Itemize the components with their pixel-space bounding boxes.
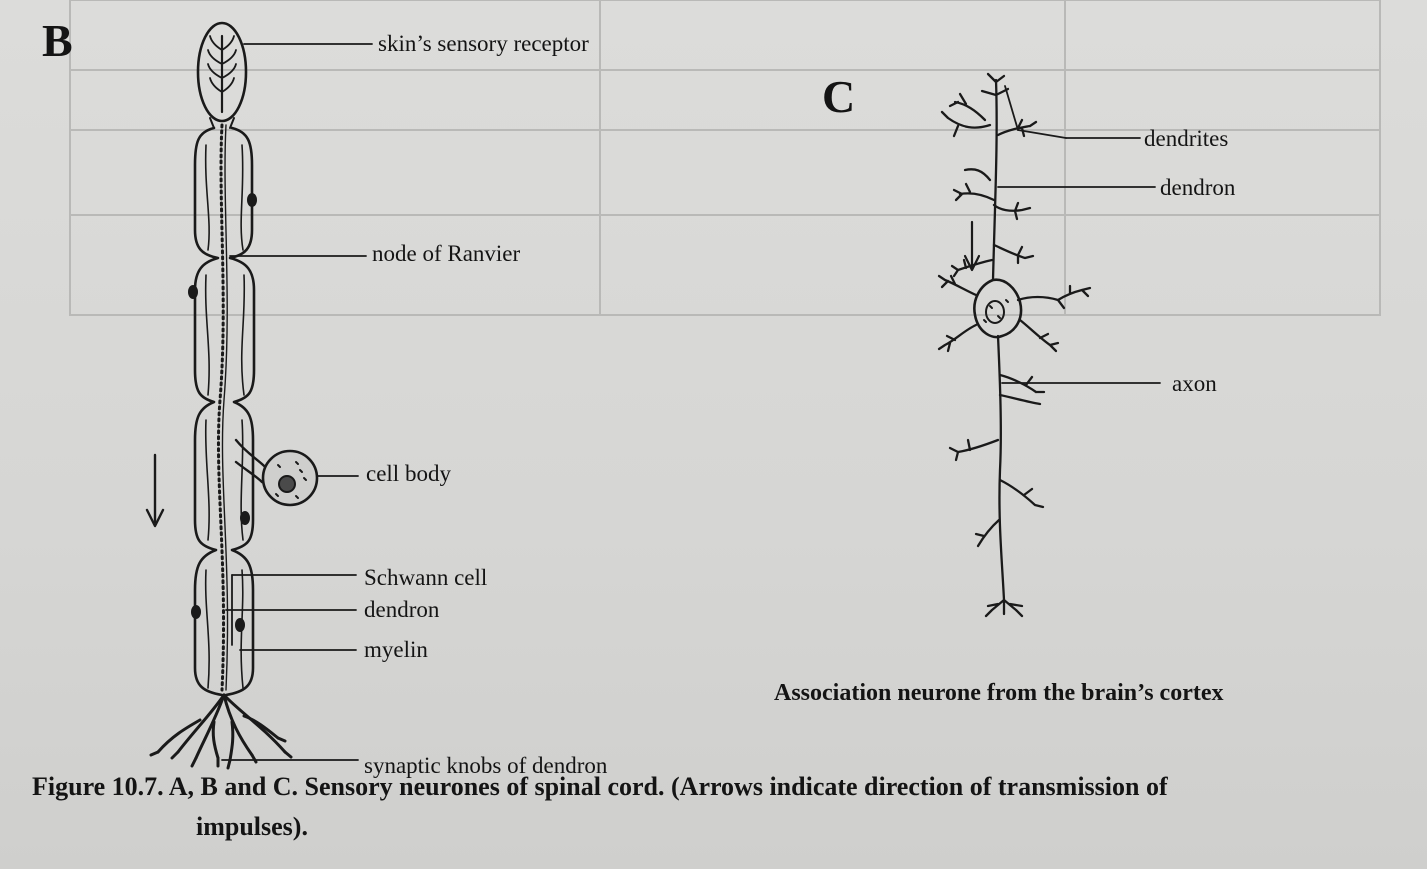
association-neurone-c bbox=[937, 72, 1161, 618]
label-dendron-b: dendron bbox=[364, 597, 440, 622]
label-cell-body: cell body bbox=[366, 461, 451, 486]
leader-lines-c bbox=[997, 85, 1161, 384]
label-sensory-receptor: skin’s sensory receptor bbox=[378, 31, 589, 56]
sensory-receptor-shape bbox=[196, 21, 248, 129]
association-neurone-subtitle: Association neurone from the brain’s cor… bbox=[774, 680, 1224, 706]
synaptic-knobs bbox=[149, 693, 293, 770]
show-through-table bbox=[69, 0, 1381, 316]
figure-caption-line1: Figure 10.7. A, B and C. Sensory neurone… bbox=[32, 772, 1168, 801]
dendron-core bbox=[216, 123, 226, 692]
label-dendron-c: dendron bbox=[1160, 175, 1236, 200]
panel-letter-b: B bbox=[42, 15, 73, 66]
label-axon: axon bbox=[1172, 371, 1217, 396]
impulse-direction-arrow-c bbox=[963, 220, 981, 272]
label-dendrites: dendrites bbox=[1144, 126, 1229, 151]
schwann-nuclei bbox=[188, 193, 257, 632]
label-node-of-ranvier: node of Ranvier bbox=[372, 241, 521, 266]
soma-outline bbox=[973, 278, 1023, 339]
panel-letter-c: C bbox=[822, 71, 856, 122]
cell-body-shape bbox=[234, 438, 319, 507]
leader-lines-b bbox=[221, 43, 373, 761]
impulse-direction-arrow-b bbox=[145, 453, 165, 528]
axon-shape bbox=[996, 334, 1006, 602]
label-myelin: myelin bbox=[364, 637, 428, 662]
sensory-neurone-b bbox=[145, 21, 373, 770]
label-schwann-cell: Schwann cell bbox=[364, 565, 488, 590]
label-synaptic-knobs: synaptic knobs of dendron bbox=[364, 753, 608, 778]
figure-caption-line2: impulses). bbox=[196, 812, 308, 841]
